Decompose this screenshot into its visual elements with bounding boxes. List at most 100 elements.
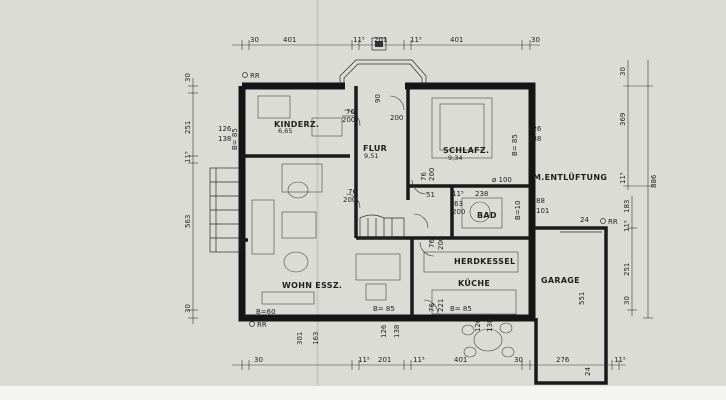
elevation-marker-bottom-left: RR — [257, 321, 267, 329]
window-bad-height: 101 — [536, 207, 549, 215]
top-dim-1: 30 — [250, 36, 259, 44]
right-dim-2: 369 — [619, 113, 627, 126]
top-dimension-chain: 30 401 11⁵ 201 11⁵ 401 30 — [232, 36, 540, 50]
terrace-steps — [209, 167, 241, 253]
room-area-flur: 9,51 — [364, 152, 378, 160]
bottom-dim-2: 301 — [296, 332, 304, 345]
window-wohn-bottom-width: 126 — [380, 324, 388, 338]
right-dim-10: 24 — [580, 216, 589, 224]
right-dim-11: 24 — [584, 367, 592, 376]
left-dim-5: 30 — [184, 304, 192, 313]
exterior-walls — [238, 82, 536, 322]
room-label-garage: GARAGE — [541, 276, 580, 285]
bath-dim-11: 11⁵ — [452, 190, 464, 198]
furniture — [251, 95, 519, 358]
bath-dim-238: 238 — [475, 190, 488, 198]
window-wohn-bottom-height: 138 — [393, 325, 401, 338]
door-d1-width: 76 — [346, 108, 355, 116]
right-dim-4: 886 — [650, 174, 658, 188]
door-d4-width: 76 — [420, 172, 428, 181]
door-d3-width: 76 — [348, 188, 357, 196]
bottom-dim-9: 276 — [556, 356, 570, 364]
room-label-kinderz: KINDERZ. — [274, 120, 319, 129]
right-dim-5: 183 — [623, 200, 631, 213]
entry-bay — [339, 37, 427, 86]
left-dimension-chain: 30 251 11⁵ 563 30 — [184, 73, 198, 324]
room-label-flur: FLUR — [363, 144, 387, 153]
misc-annotations: RR RR RR ø 100 11⁵ 238 — [242, 72, 618, 329]
right-dim-8: 30 — [623, 296, 631, 305]
garage-outline — [532, 226, 608, 385]
window-schlaf-height: 138 — [528, 135, 541, 143]
room-label-bad: BAD — [477, 211, 497, 220]
paper-fold — [316, 0, 319, 400]
door-d8-width: 76 — [428, 303, 436, 312]
window-kueche-bottom-width: 126 — [474, 318, 482, 332]
window-wohn-b: B=60 — [256, 308, 276, 316]
door-d2-height: 200 — [390, 114, 403, 122]
window-k2-b: B= 85 — [450, 305, 472, 313]
left-dim-2: 251 — [184, 121, 192, 134]
top-dim-2: 401 — [283, 36, 296, 44]
room-label-schlafz: SCHLAFZ. — [443, 146, 489, 155]
interior-walls — [242, 86, 532, 318]
bottom-dim-6: 11⁵ — [413, 356, 425, 364]
bottom-dim-10: 11⁵ — [614, 356, 626, 364]
internal-stair — [359, 214, 405, 239]
right-dim-9: 551 — [578, 292, 586, 305]
paper-bottom-strip — [0, 386, 726, 400]
top-dim-7: 30 — [531, 36, 540, 44]
door-d8-height: 221 — [437, 299, 445, 312]
top-dim-4: 201 — [374, 36, 387, 44]
top-dim-6: 401 — [450, 36, 463, 44]
label-ventilation: M.ENTLÜFTUNG — [533, 172, 607, 182]
door-d5-width: 51 — [426, 191, 435, 199]
window-k1-b: B= 85 — [373, 305, 395, 313]
door-d3-height: 200 — [343, 196, 356, 204]
bottom-dimension-chain: 30 301 163 11⁵ 201 11⁵ 401 30 276 11⁵ — [232, 332, 626, 370]
door-d6-width: 63 — [454, 200, 463, 208]
top-dim-3: 11⁵ — [353, 36, 365, 44]
room-label-herdkessel: HERDKESSEL — [454, 257, 515, 266]
door-d6-height: 200 — [452, 208, 465, 216]
window-schlaf-b: B= 85 — [511, 134, 519, 156]
room-area-schlafz: 9,34 — [448, 154, 462, 162]
right-dim-7: 251 — [623, 263, 631, 276]
bottom-dim-8: 30 — [514, 356, 523, 364]
left-dim-1: 30 — [184, 73, 192, 82]
door-d7-height: 200 — [437, 237, 445, 250]
door-d7-width: 76 — [428, 239, 436, 248]
window-kinder-width: 126 — [218, 125, 232, 133]
window-kueche-bottom-height: 138 — [486, 319, 494, 332]
room-label-wohn-essz: WOHN ESSZ. — [282, 281, 342, 290]
bottom-dim-1: 30 — [254, 356, 263, 364]
door-swings — [343, 95, 439, 315]
door-d4-height: 200 — [428, 168, 436, 181]
window-kinder-b: B= 85 — [231, 128, 239, 150]
window-kinder-height: 138 — [218, 135, 231, 143]
room-label-kueche: KÜCHE — [458, 278, 490, 288]
window-bad-b: B=10 — [514, 200, 522, 220]
door-d2-width: 90 — [374, 94, 382, 103]
left-dim-3: 11⁵ — [184, 151, 192, 163]
door-d1-height: 200 — [342, 116, 355, 124]
top-dim-5: 11⁵ — [410, 36, 422, 44]
bottom-dim-3: 163 — [312, 332, 320, 345]
pipe-diameter: ø 100 — [492, 176, 512, 184]
window-schlaf-width: 126 — [528, 125, 542, 133]
left-dim-4: 563 — [184, 215, 192, 228]
right-dim-3: 11⁵ — [619, 172, 627, 184]
right-dim-1: 30 — [619, 67, 627, 76]
door-dimension-labels: 76 200 90 200 76 200 76 200 63 200 76 20… — [342, 94, 465, 312]
right-dimension-chains: 30 369 11⁵ 886 183 11⁵ 251 30 551 24 24 — [578, 60, 658, 376]
bottom-dim-7: 401 — [454, 356, 467, 364]
window-labels: 126 138 B= 85 126 138 B= 85 88 101 B=10 … — [218, 125, 549, 338]
bottom-dim-5: 201 — [378, 356, 391, 364]
bottom-dim-4: 11⁵ — [358, 356, 370, 364]
elevation-marker-right: RR — [608, 218, 618, 226]
right-dim-6: 11⁵ — [623, 220, 631, 232]
room-area-kinderz: 6,65 — [278, 127, 292, 135]
elevation-marker-top-left: RR — [250, 72, 260, 80]
window-bad-width: 88 — [536, 197, 545, 205]
